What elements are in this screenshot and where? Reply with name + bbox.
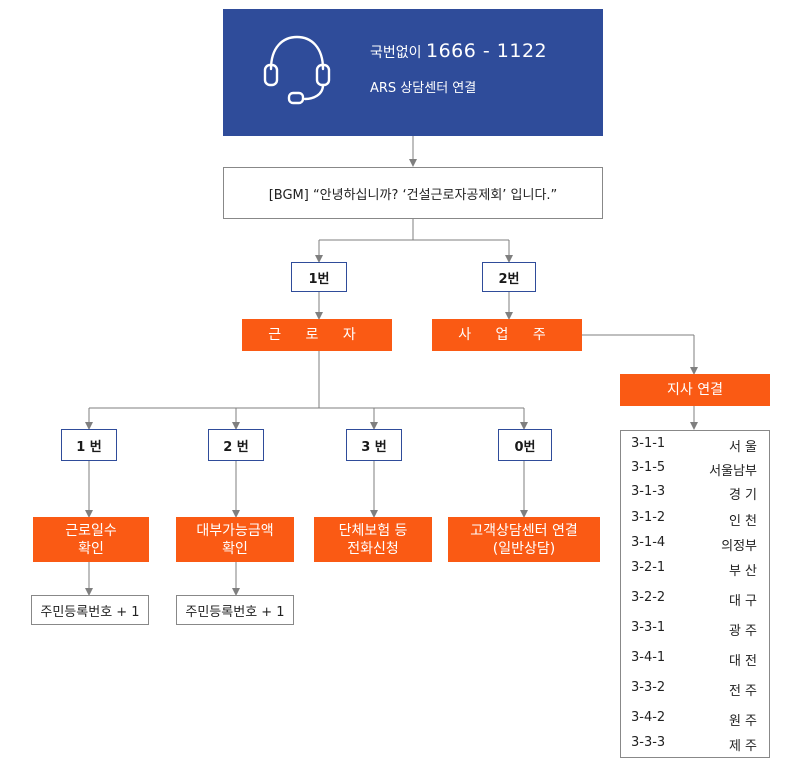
branch-city: 서울남부 bbox=[709, 464, 757, 479]
branch-city: 경 기 bbox=[728, 488, 757, 503]
branch-list: 3-1-1 서 울 3-1-5 서울남부 3-1-3 경 기 3-1-2 인 천… bbox=[620, 430, 770, 758]
branch-row[interactable]: 3-1-4 의정부 bbox=[621, 535, 771, 555]
branch-city: 서 울 bbox=[728, 440, 757, 455]
option-label-line2: 확인 bbox=[222, 540, 248, 557]
option-label-line2: 전화신청 bbox=[347, 540, 399, 557]
branch-row[interactable]: 3-1-1 서 울 bbox=[621, 436, 771, 456]
phone-prefix: 국번없이 bbox=[370, 45, 422, 61]
worker-option-3-key[interactable]: 3 번 bbox=[346, 429, 402, 461]
branch-row[interactable]: 3-1-5 서울남부 bbox=[621, 460, 771, 480]
branch-city: 대 전 bbox=[728, 654, 757, 669]
branch-code: 3-2-1 bbox=[631, 560, 666, 575]
option-label-line1: 고객상담센터 연결 bbox=[470, 522, 578, 539]
branch-city: 제 주 bbox=[728, 739, 757, 754]
branch-row[interactable]: 3-4-2 원 주 bbox=[621, 710, 771, 730]
branch-city: 광 주 bbox=[728, 624, 757, 639]
worker-option-1-key[interactable]: 1 번 bbox=[61, 429, 117, 461]
branch-code: 3-2-2 bbox=[631, 590, 666, 605]
branch-row[interactable]: 3-3-3 제 주 bbox=[621, 735, 771, 755]
option-label-line2: 확인 bbox=[78, 540, 104, 557]
headset-icon bbox=[263, 35, 331, 105]
branch-city: 원 주 bbox=[728, 714, 757, 729]
branch-code: 3-4-1 bbox=[631, 650, 666, 665]
option-label-line1: 단체보험 등 bbox=[338, 522, 408, 539]
phone-number[interactable]: 1666 - 1122 bbox=[425, 40, 548, 62]
phone-line: 국번없이 1666 - 1122 bbox=[370, 40, 547, 62]
option-label-line2: (일반상담) bbox=[492, 540, 556, 557]
ars-subtitle: ARS 상담센터 연결 bbox=[370, 81, 477, 96]
branch-row[interactable]: 3-3-1 광 주 bbox=[621, 620, 771, 640]
followup-option-2: 주민등록번호 + 1 bbox=[176, 595, 294, 625]
branch-city: 인 천 bbox=[728, 514, 757, 529]
branch-connect-node[interactable]: 지사 연결 bbox=[620, 374, 770, 406]
followup-option-1: 주민등록번호 + 1 bbox=[31, 595, 149, 625]
branch-code: 3-3-3 bbox=[631, 735, 666, 750]
ars-header-banner: 국번없이 1666 - 1122 ARS 상담센터 연결 bbox=[223, 9, 603, 136]
greeting-box: [BGM] “안녕하십니까? ‘건설근로자공제회’ 입니다.” bbox=[223, 167, 603, 219]
branch-row[interactable]: 3-1-3 경 기 bbox=[621, 484, 771, 504]
option-1-key[interactable]: 1번 bbox=[291, 262, 347, 292]
branch-code: 3-1-5 bbox=[631, 460, 666, 475]
branch-row[interactable]: 3-3-2 전 주 bbox=[621, 680, 771, 700]
branch-code: 3-4-2 bbox=[631, 710, 666, 725]
worker-option-2-node[interactable]: 대부가능금액 확인 bbox=[176, 517, 294, 562]
branch-row[interactable]: 3-1-2 인 천 bbox=[621, 510, 771, 530]
worker-option-2-key[interactable]: 2 번 bbox=[208, 429, 264, 461]
worker-node[interactable]: 근 로 자 bbox=[242, 319, 392, 351]
option-2-key[interactable]: 2번 bbox=[482, 262, 536, 292]
employer-node[interactable]: 사 업 주 bbox=[432, 319, 582, 351]
branch-city: 전 주 bbox=[728, 684, 757, 699]
worker-option-3-node[interactable]: 단체보험 등 전화신청 bbox=[314, 517, 432, 562]
branch-code: 3-1-2 bbox=[631, 510, 666, 525]
branch-code: 3-3-1 bbox=[631, 620, 666, 635]
option-label-line1: 근로일수 bbox=[65, 522, 117, 539]
worker-option-1-node[interactable]: 근로일수 확인 bbox=[33, 517, 149, 562]
branch-row[interactable]: 3-2-1 부 산 bbox=[621, 560, 771, 580]
worker-option-0-node[interactable]: 고객상담센터 연결 (일반상담) bbox=[448, 517, 600, 562]
branch-code: 3-1-1 bbox=[631, 436, 666, 451]
worker-option-0-key[interactable]: 0번 bbox=[498, 429, 552, 461]
branch-code: 3-1-4 bbox=[631, 535, 666, 550]
branch-row[interactable]: 3-2-2 대 구 bbox=[621, 590, 771, 610]
branch-row[interactable]: 3-4-1 대 전 bbox=[621, 650, 771, 670]
branch-code: 3-1-3 bbox=[631, 484, 666, 499]
option-label-line1: 대부가능금액 bbox=[196, 522, 274, 539]
branch-city: 부 산 bbox=[728, 564, 757, 579]
branch-code: 3-3-2 bbox=[631, 680, 666, 695]
branch-city: 의정부 bbox=[721, 539, 757, 554]
branch-city: 대 구 bbox=[728, 594, 757, 609]
